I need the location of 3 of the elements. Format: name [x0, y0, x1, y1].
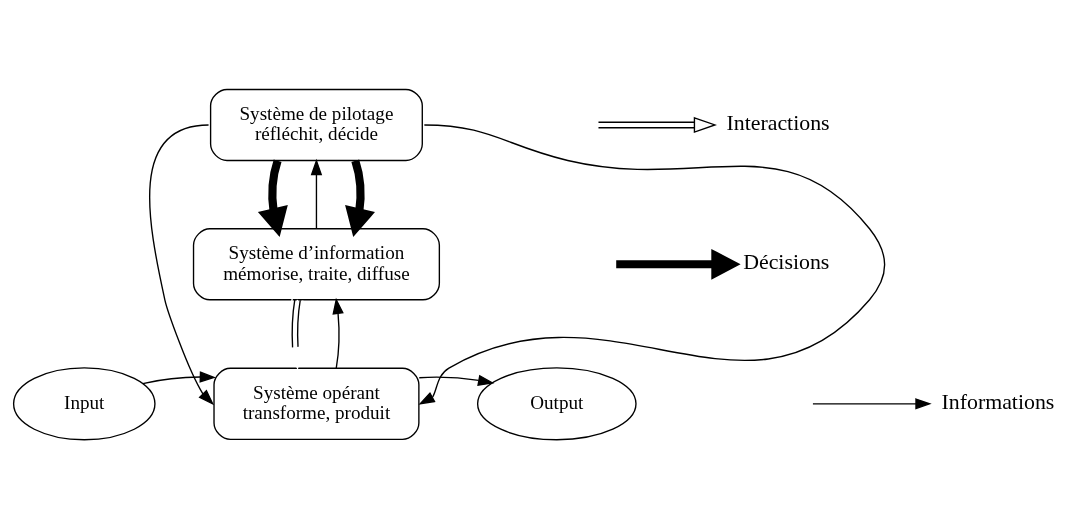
legend-label: Informations: [941, 390, 1055, 414]
legend-label: Décisions: [743, 250, 830, 275]
legend-label: Interactions: [726, 111, 830, 136]
